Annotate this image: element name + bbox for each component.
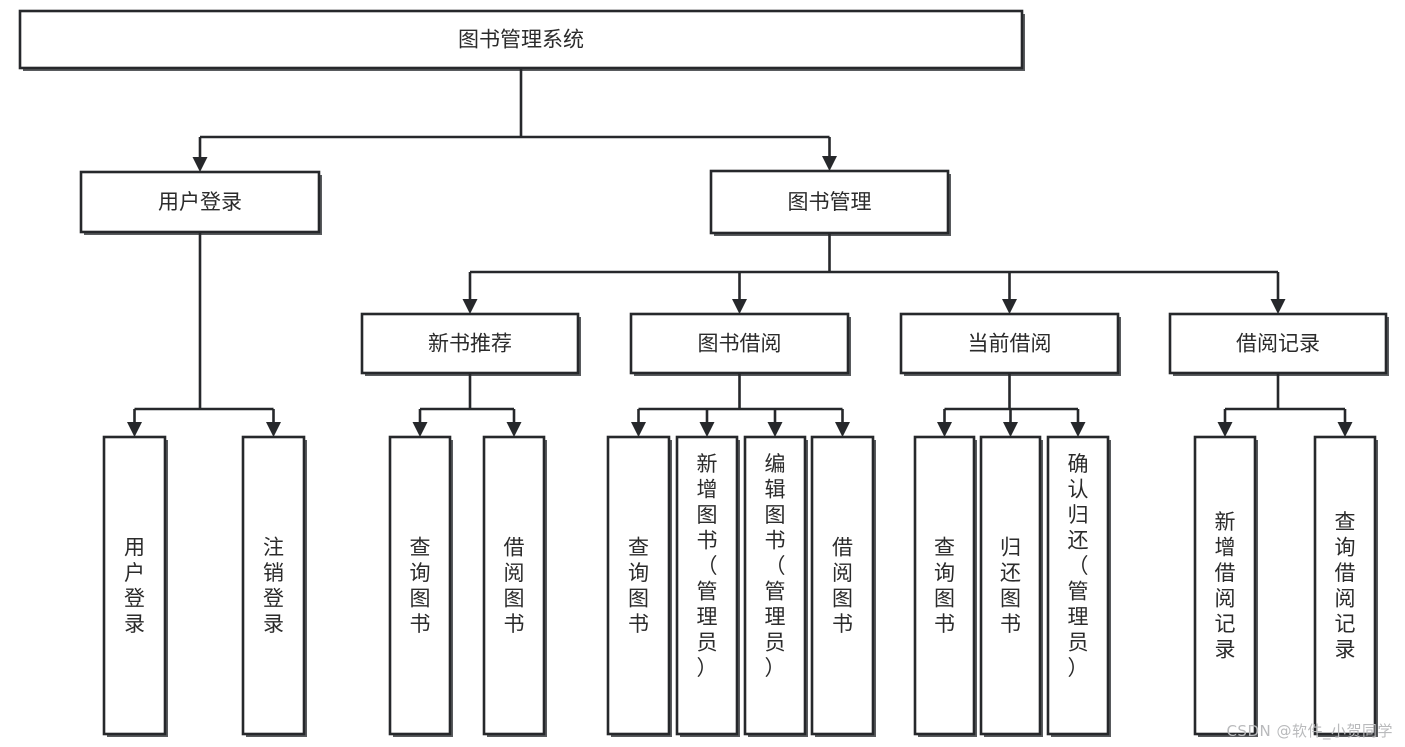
node-user-logout-leaf[interactable]: 注销登录 [241,435,307,737]
node-rect[interactable] [18,9,1024,70]
node-label: 图书借阅 [698,332,782,356]
node-label: 编辑图书（管理员） [765,452,786,680]
node-query-borrow-record[interactable]: 查询借阅记录 [1313,435,1378,737]
node-confirm-return-admin[interactable]: 确认归还（管理员） [1046,435,1111,737]
node-edit-book-admin[interactable]: 编辑图书（管理员） [743,435,808,737]
node-rect[interactable] [913,435,976,736]
node-label: 新书推荐 [428,332,512,356]
node-label: 图书管理系统 [458,28,584,52]
node-rect[interactable] [979,435,1042,736]
node-add-borrow-record[interactable]: 新增借阅记录 [1193,435,1258,737]
node-query-book-1[interactable]: 查询图书 [388,435,453,737]
node-label: 借阅记录 [1236,332,1320,356]
arrow-to-confirm-return-admin [1070,422,1086,437]
node-rect[interactable] [899,312,1120,375]
node-label: 查询图书 [410,535,431,636]
node-rect[interactable] [743,435,807,736]
node-label: 新增图书（管理员） [697,452,718,680]
watermark-text: CSDN @软件_小贺同学 [1226,722,1393,740]
node-query-book-2[interactable]: 查询图书 [606,435,672,737]
arrow-to-add-borrow-record [1217,422,1233,437]
node-label: 查询借阅记录 [1335,510,1356,662]
node-rect[interactable] [1046,435,1110,736]
node-label: 确认归还（管理员） [1068,452,1089,680]
arrow-to-book-management [822,156,837,171]
arrow-to-query-borrow-record [1337,422,1353,437]
node-rect[interactable] [810,435,875,736]
node-user-login-leaf[interactable]: 用户登录 [102,435,168,737]
node-rect[interactable] [79,170,321,234]
arrow-to-user-login-leaf [127,422,142,437]
node-label: 查询图书 [628,535,649,636]
node-label: 图书管理 [788,190,872,214]
node-label: 用户登录 [124,535,145,636]
arrow-to-add-book-admin [699,422,715,437]
node-rect[interactable] [360,312,580,375]
arrow-to-user-logout-leaf [266,422,281,437]
node-rect[interactable] [241,435,306,736]
node-current-borrow[interactable]: 当前借阅 [899,312,1121,376]
arrow-to-new-book-recommend [462,299,478,314]
node-label: 用户登录 [158,190,242,214]
arrow-to-current-borrow [1002,299,1017,314]
node-label: 借阅图书 [832,535,853,636]
node-add-book-admin[interactable]: 新增图书（管理员） [675,435,740,737]
node-borrow-record[interactable]: 借阅记录 [1168,312,1389,376]
arrow-to-query-book-3 [937,422,952,437]
arrow-to-query-book-1 [412,422,428,437]
node-borrow-book-1[interactable]: 借阅图书 [482,435,547,737]
node-label: 当前借阅 [968,332,1052,356]
node-root[interactable]: 图书管理系统 [18,9,1025,71]
arrow-to-borrow-record [1270,299,1286,314]
node-borrow-book-2[interactable]: 借阅图书 [810,435,876,737]
node-rect[interactable] [606,435,671,736]
arrow-to-user-login [192,157,208,172]
node-book-management[interactable]: 图书管理 [709,169,951,236]
node-label: 借阅图书 [504,535,525,636]
node-rect[interactable] [1193,435,1257,736]
node-rect[interactable] [675,435,739,736]
arrow-to-borrow-book-1 [506,422,522,437]
node-rect[interactable] [102,435,167,736]
arrow-to-edit-book-admin [767,422,783,437]
arrow-to-borrow-book-2 [835,422,850,437]
arrow-to-query-book-2 [631,422,646,437]
node-label: 新增借阅记录 [1215,510,1236,662]
node-label: 查询图书 [934,535,955,636]
node-label: 注销登录 [263,535,284,636]
node-user-login[interactable]: 用户登录 [79,170,322,235]
node-rect[interactable] [629,312,850,375]
arrow-to-book-borrow [732,299,747,314]
node-query-book-3[interactable]: 查询图书 [913,435,977,737]
node-book-borrow[interactable]: 图书借阅 [629,312,851,376]
node-rect[interactable] [1313,435,1377,736]
arrow-to-return-book [1003,422,1018,437]
node-rect[interactable] [388,435,452,736]
node-rect[interactable] [482,435,546,736]
node-return-book[interactable]: 归还图书 [979,435,1043,737]
node-new-book-recommend[interactable]: 新书推荐 [360,312,581,376]
node-label: 归还图书 [1000,535,1021,636]
